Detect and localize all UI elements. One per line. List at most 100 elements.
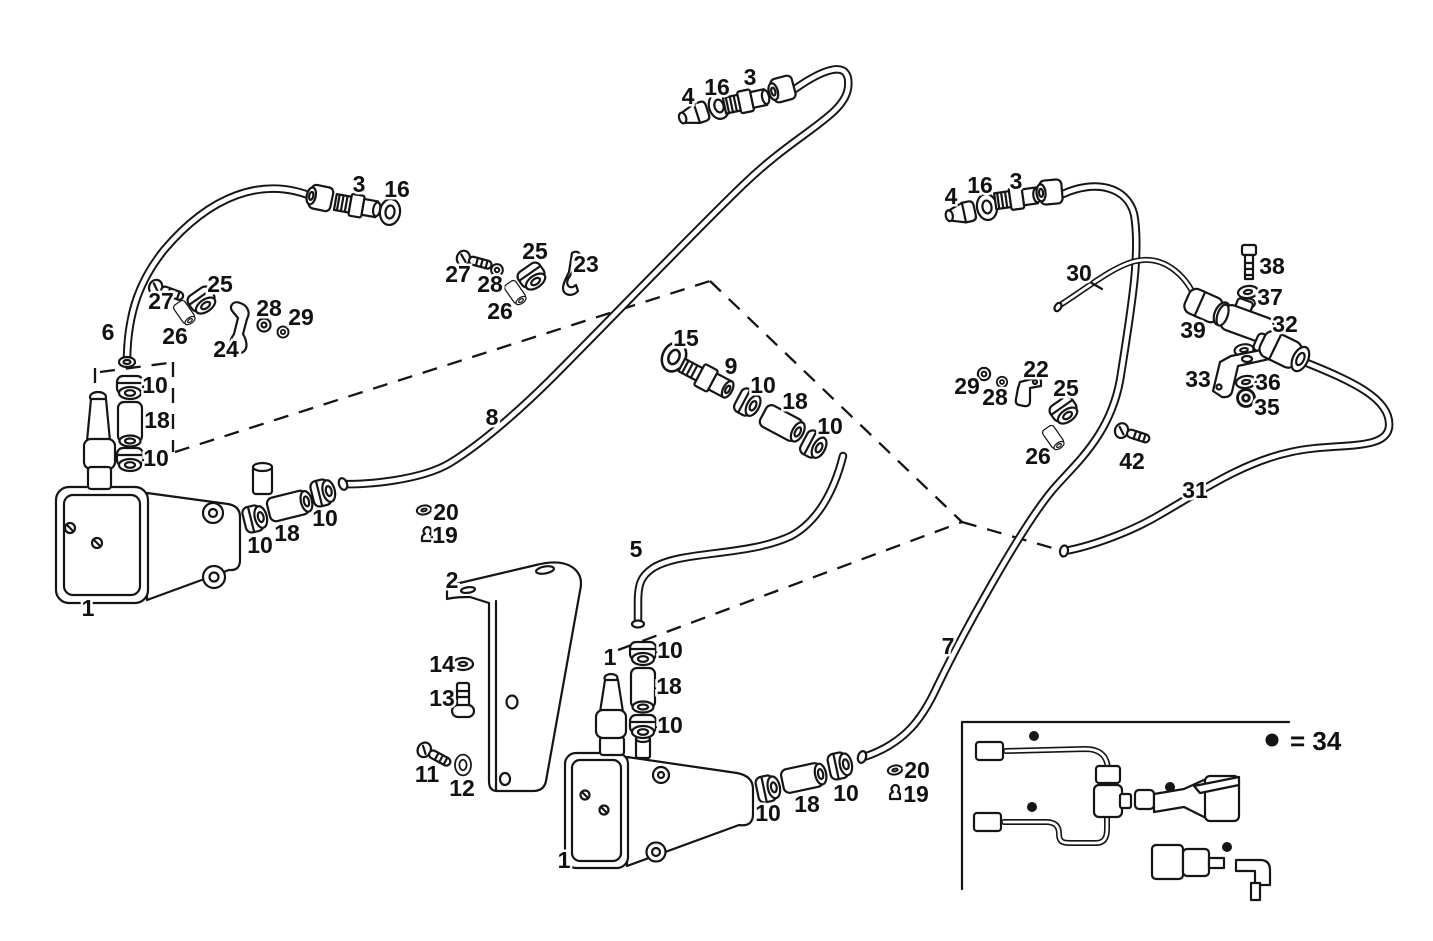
part-label-32: 32 [1272,311,1298,337]
part-washer [1236,283,1260,301]
part-washer [377,196,403,228]
part-label-3: 3 [353,171,366,197]
legend-text: = 34 [1290,726,1342,756]
part-label-26: 26 [162,323,188,349]
clamp-hose-group-center [753,749,904,805]
part-label-16: 16 [967,172,993,198]
washer-tank-assembly-left [54,390,274,605]
part-tube-nut [303,182,336,214]
part-label-10: 10 [312,505,338,531]
part-label-23: 23 [573,251,599,277]
part-grommet [415,503,433,517]
part-clamp [115,374,145,401]
part-grommet [886,763,904,777]
part-label-31: 31 [1182,477,1208,503]
part-label-19: 19 [903,781,929,807]
part-label-4: 4 [682,83,695,109]
part-label-15: 15 [673,325,699,351]
part-label-18: 18 [144,407,170,433]
part-label-28: 28 [982,384,1008,410]
part-label-4: 4 [945,183,958,209]
legend: = 34 [1265,726,1342,756]
part-tube-nut [764,73,798,106]
part-label-18: 18 [274,520,300,546]
tube-end-caps [117,301,1070,764]
part-label-35: 35 [1254,394,1280,420]
fitting-group-top-right [942,177,1104,291]
part-union-9 [677,357,735,399]
part-label-25: 25 [522,238,548,264]
part-label-42: 42 [1119,448,1145,474]
part-label-10: 10 [750,372,776,398]
part-label-3: 3 [1010,168,1023,194]
tube-7 [864,187,1136,757]
part-hose [264,487,316,524]
part-label-8: 8 [486,404,499,430]
part-washer [454,753,472,777]
part-screw [1111,420,1153,448]
tube-5 [638,456,843,622]
part-clamp [240,501,271,535]
part-washer [1234,373,1258,391]
part-bolt [1240,243,1258,281]
part-tube-nut [1034,177,1065,207]
fitting-group-upper-left [145,182,403,355]
part-clamp [308,475,339,509]
part-34-marker-dot [1222,842,1232,852]
part-label-33: 33 [1185,366,1211,392]
part-label-10: 10 [657,712,683,738]
part-clamp [115,446,145,473]
part-rivet [420,525,434,543]
part-label-22: 22 [1023,356,1049,382]
part-label-37: 37 [1257,284,1283,310]
part-clamp [628,640,658,667]
part-spacer [450,681,476,719]
part-label-20: 20 [433,499,459,525]
part-bracket-23 [561,250,582,296]
part-label-16: 16 [704,74,730,100]
part-label-30: 30 [1066,260,1092,286]
part-label-9: 9 [725,353,738,379]
part-34-marker-dot [1027,802,1037,812]
part-label-13: 13 [429,685,455,711]
part-label-12: 12 [449,775,475,801]
pump-stem-center [594,672,628,740]
inset-tube-lower [1004,818,1107,843]
inset-tube-upper [1006,749,1108,787]
part-bracket-24 [229,301,250,355]
part-nut [1236,388,1256,408]
label-30-pointer [1088,280,1104,291]
part-label-24: 24 [213,336,239,362]
connector-assembly-right [1183,243,1311,408]
part-label-10: 10 [817,413,843,439]
fitting-group-right-middle [976,366,1153,453]
mounting-bracket-2 [413,561,583,793]
part-label-3: 3 [744,64,757,90]
part-label-27: 27 [148,288,174,314]
part-label-14: 14 [429,651,455,677]
part-label-1: 1 [604,644,617,670]
part-hose-end-right [1258,329,1311,373]
part-34-marker-dot [1165,782,1175,792]
part-label-1: 1 [82,595,95,621]
part-label-18: 18 [656,673,682,699]
fitting-group-middle [655,337,832,464]
part-label-10: 10 [657,637,683,663]
part-34-marker-dot [1029,731,1039,741]
part-hose [778,760,830,795]
part-label-10: 10 [833,780,859,806]
clamp-hose-stack-center [628,640,658,740]
part-label-18: 18 [782,388,808,414]
part-hose [116,400,144,448]
part-label-26: 26 [487,298,513,324]
fitting-group-center [454,248,582,308]
part-label-20: 20 [904,757,930,783]
part-label-7: 7 [942,633,955,659]
inset-detail-box [960,720,1291,902]
part-hose [629,666,657,714]
part-nut [276,325,290,339]
legend-dot-icon [1265,733,1279,747]
part-rivet [888,783,902,801]
